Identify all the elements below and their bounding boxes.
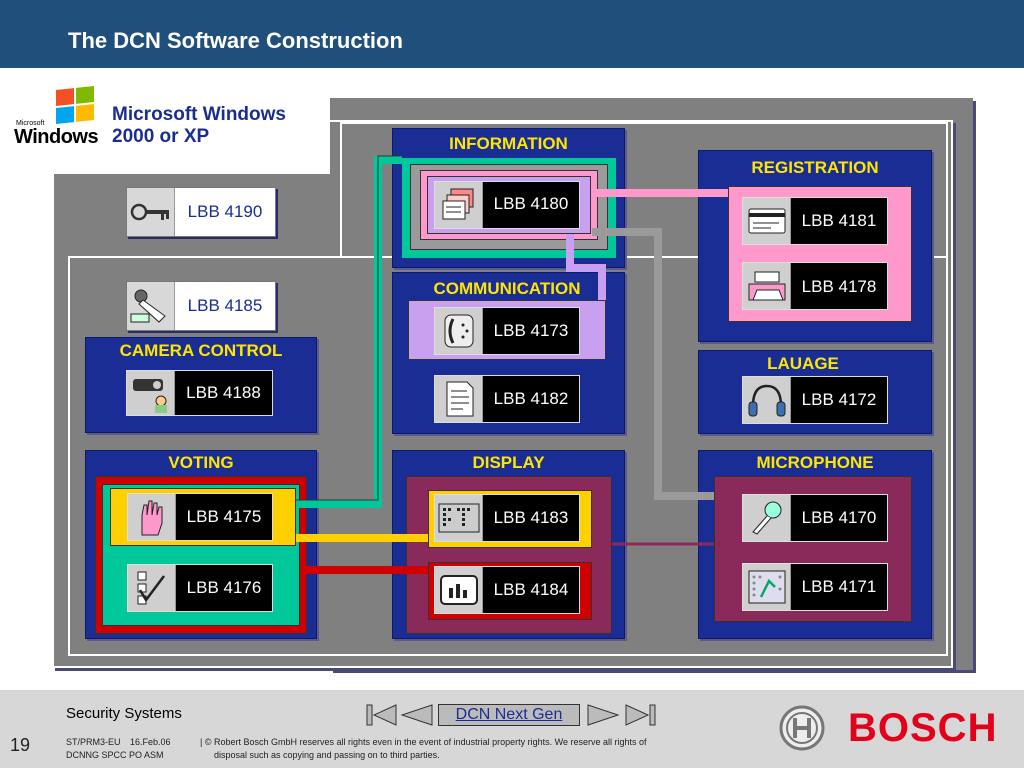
module-lbb4172[interactable]: LBB 4172 xyxy=(742,376,888,424)
footer-ref2: DCNNG SPCC PO ASM xyxy=(66,750,164,760)
footer-ref1: ST/PRM3-EU xyxy=(66,737,121,747)
printer-icon xyxy=(743,263,791,309)
module-label: LBB 4182 xyxy=(493,389,569,408)
slide-number: 19 xyxy=(10,735,31,755)
group-title-voting: VOTING xyxy=(168,453,234,472)
module-label: LBB 4184 xyxy=(493,580,569,599)
module-label: LBB 4183 xyxy=(493,508,569,527)
os-label-line1: Microsoft Windows xyxy=(112,104,286,125)
previous-slide-icon xyxy=(400,704,433,726)
module-lbb4184[interactable]: LBB 4184 xyxy=(434,566,580,614)
module-lbb4176[interactable]: LBB 4176 xyxy=(127,564,273,612)
module-label: LBB 4170 xyxy=(801,508,877,527)
os-label-line2: 2000 or XP xyxy=(112,126,210,147)
next-slide-icon xyxy=(587,704,620,726)
module-label: LBB 4173 xyxy=(493,321,569,340)
module-label: LBB 4178 xyxy=(801,277,877,296)
windows-logo-text: Windows xyxy=(14,126,99,148)
bosch-logo-text: BOSCH xyxy=(848,706,998,750)
module-lbb4170[interactable]: LBB 4170 xyxy=(742,494,888,542)
module-label: LBB 4176 xyxy=(186,578,262,597)
upper-inner-panel xyxy=(340,122,948,258)
windows-logo: Microsoft Windows xyxy=(14,86,106,150)
module-lbb4183[interactable]: LBB 4183 xyxy=(434,494,580,542)
footer-copyright-1: | © Robert Bosch GmbH reserves all right… xyxy=(200,737,647,747)
footer-date: 16.Feb.06 xyxy=(130,737,171,747)
module-lbb4190[interactable]: LBB 4190 xyxy=(126,187,276,237)
module-label: LBB 4181 xyxy=(801,211,877,230)
link-lavender xyxy=(566,234,606,300)
group-title-display: DISPLAY xyxy=(472,453,545,472)
nav-prev-button[interactable] xyxy=(400,703,434,727)
group-title-communication: COMMUNICATION xyxy=(433,279,581,298)
module-lbb4182[interactable]: LBB 4182 xyxy=(434,375,580,423)
group-title-language: LAUAGE xyxy=(767,354,839,373)
module-lbb4188[interactable]: LBB 4188 xyxy=(126,370,273,416)
headphones-icon xyxy=(743,377,791,423)
module-lbb4173[interactable]: LBB 4173 xyxy=(434,307,580,355)
hand-icon xyxy=(128,494,176,540)
module-lbb4178[interactable]: LBB 4178 xyxy=(742,262,888,310)
module-label: LBB 4171 xyxy=(801,577,877,596)
module-lbb4175[interactable]: LBB 4175 xyxy=(127,493,273,541)
microphone-icon xyxy=(743,495,791,541)
key-icon xyxy=(127,188,175,236)
connector-lines xyxy=(296,155,728,574)
footer-copyright-2: disposal such as copying and passing on … xyxy=(214,750,440,760)
footer-org: Security Systems xyxy=(66,705,182,722)
module-label: LBB 4188 xyxy=(186,383,261,402)
nav-next-button[interactable] xyxy=(586,703,620,727)
documents-icon xyxy=(435,182,483,228)
module-label: LBB 4175 xyxy=(186,507,262,526)
nav-last-button[interactable] xyxy=(624,703,658,727)
module-lbb4180[interactable]: LBB 4180 xyxy=(434,181,580,229)
id-card-icon xyxy=(743,198,791,244)
nav-section-label[interactable]: DCN Next Gen xyxy=(438,704,580,726)
group-title-camera-control: CAMERA CONTROL xyxy=(119,341,283,360)
module-label: LBB 4180 xyxy=(493,194,569,213)
module-label: LBB 4185 xyxy=(187,296,263,315)
chart-screen-icon xyxy=(435,567,483,613)
module-label: LBB 4172 xyxy=(801,390,877,409)
windows-flag-icon xyxy=(56,86,94,125)
security-camera-icon xyxy=(127,282,175,330)
windows-logo-small-text: Microsoft xyxy=(16,120,45,127)
link-gray xyxy=(592,228,714,500)
seat-plan-icon xyxy=(743,564,791,610)
first-slide-icon xyxy=(366,704,397,726)
group-title-registration: REGISTRATION xyxy=(751,158,879,177)
module-lbb4171[interactable]: LBB 4171 xyxy=(742,563,888,611)
module-lbb4185[interactable]: LBB 4185 xyxy=(126,281,276,331)
group-title-information: INFORMATION xyxy=(449,134,568,153)
module-label: LBB 4190 xyxy=(187,202,263,221)
nav-first-button[interactable] xyxy=(366,703,398,727)
slide-title: The DCN Software Construction xyxy=(68,28,403,53)
checklist-icon xyxy=(128,565,176,611)
document-icon xyxy=(435,376,483,422)
footer-bar xyxy=(0,690,1024,768)
bosch-armature-icon xyxy=(778,704,826,752)
last-slide-icon xyxy=(625,704,656,726)
led-display-icon xyxy=(435,495,483,541)
group-title-microphone: MICROPHONE xyxy=(756,453,874,472)
telephone-icon xyxy=(435,308,483,354)
module-lbb4181[interactable]: LBB 4181 xyxy=(742,197,888,245)
camera-operator-icon xyxy=(127,371,175,415)
title-bar xyxy=(0,0,1024,68)
